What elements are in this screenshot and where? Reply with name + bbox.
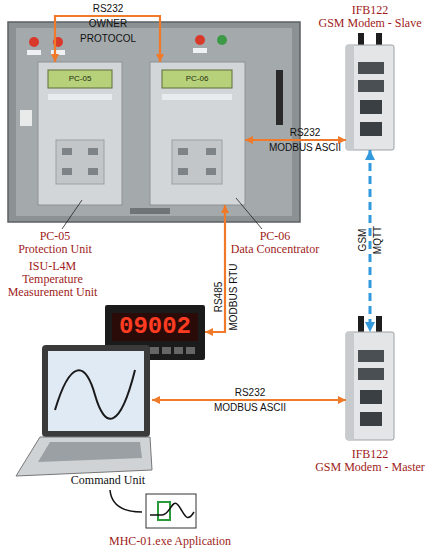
serial-port: [360, 100, 382, 114]
connector-label: RS232 OWNER PROTOCOL: [78, 1, 138, 46]
modem-side: [346, 332, 354, 440]
gsm-modem: IFB122 GSM Modem - Master: [346, 332, 394, 440]
meter-button: [162, 347, 171, 354]
modem-side: [346, 45, 354, 150]
device-label: PC-06 Data Concentrator: [227, 230, 323, 256]
meter-reading: 09002: [112, 313, 198, 341]
key: [62, 148, 72, 155]
laptop-base: [16, 437, 152, 476]
temperature-meter: ISU-L4M Temperature Measurement Unit0900…: [105, 305, 205, 360]
meter-button: [186, 347, 195, 354]
lcd-text: PC-05: [48, 70, 112, 88]
lcd-text: PC-06: [162, 70, 232, 88]
device-label: MHC-01.exe Application: [85, 535, 255, 548]
gsm-modem: IFB122 GSM Modem - Slave: [346, 45, 394, 150]
meter-button: [174, 347, 183, 354]
application-icon: MHC-01.exe Application: [142, 490, 198, 532]
connector-label: RS485 MODBUS RTU: [210, 260, 240, 335]
panel-handle: [276, 70, 283, 125]
terminal-block: [20, 110, 32, 126]
label-strip: [27, 50, 41, 55]
modem-body: [346, 332, 394, 440]
ethernet-port: [358, 368, 384, 380]
cable-duct: [130, 208, 170, 214]
serial-port: [360, 412, 382, 426]
app-icon-wave: [150, 503, 194, 517]
key: [206, 168, 216, 175]
connector: [245, 139, 346, 141]
key: [62, 168, 72, 175]
indicator-lamp: [29, 37, 39, 47]
device-label: PC-05 Protection Unit: [16, 230, 94, 256]
device-body: [150, 62, 245, 205]
laptop: Command Unit: [18, 345, 152, 490]
label-strip: [48, 94, 112, 100]
antenna: [376, 316, 382, 334]
control-panel: [8, 22, 300, 222]
connector: [110, 490, 142, 512]
indicator-lamp: [195, 35, 205, 45]
connector-label: RS232 MODBUS ASCII: [213, 385, 288, 415]
label-strip: [193, 48, 207, 53]
meter-button: [150, 347, 159, 354]
laptop-bezel: [42, 345, 150, 437]
device-label: IFB122 GSM Modem - Slave: [311, 4, 428, 30]
key: [88, 168, 98, 175]
indicator-lamp: [53, 37, 63, 47]
device-label: Command Unit: [58, 474, 158, 487]
device-body: [38, 62, 122, 205]
connector-label: RS232 MODBUS ASCII: [268, 125, 343, 155]
ethernet-port: [358, 80, 384, 92]
key: [178, 148, 188, 155]
key: [88, 148, 98, 155]
lcd-screen: [48, 70, 112, 88]
serial-port: [360, 390, 382, 404]
lcd-screen: [162, 70, 232, 88]
connector: [205, 205, 225, 332]
data-concentrator: PC-06PC-06 Data Concentrator: [150, 62, 245, 205]
antenna: [358, 316, 364, 334]
mounting-plate: [16, 28, 292, 216]
connector-label: GSM MQTT: [355, 220, 385, 260]
app-icon-frame: [146, 494, 196, 528]
serial-port: [360, 122, 382, 136]
laptop-screen: [48, 351, 144, 431]
screen-waveform: [55, 370, 135, 419]
key: [206, 148, 216, 155]
connector: [152, 399, 346, 401]
device-label: IFB122 GSM Modem - Master: [311, 448, 428, 474]
indicator-lamp: [217, 35, 227, 45]
label-strip: [51, 50, 65, 55]
ethernet-port: [358, 350, 384, 362]
leader-line: [236, 198, 262, 229]
ethernet-port: [358, 62, 384, 74]
key: [178, 168, 188, 175]
keypad: [172, 140, 222, 184]
connector: [369, 150, 372, 332]
meter-display: [112, 313, 198, 341]
leader-line: [62, 200, 82, 229]
protection-unit: PC-05PC-05 Protection Unit: [38, 62, 122, 205]
label-strip: [162, 94, 232, 100]
modem-body: [346, 45, 394, 150]
keypad: [56, 140, 104, 184]
device-label: ISU-L4M Temperature Measurement Unit: [5, 260, 100, 299]
laptop-keyboard: [38, 442, 142, 462]
